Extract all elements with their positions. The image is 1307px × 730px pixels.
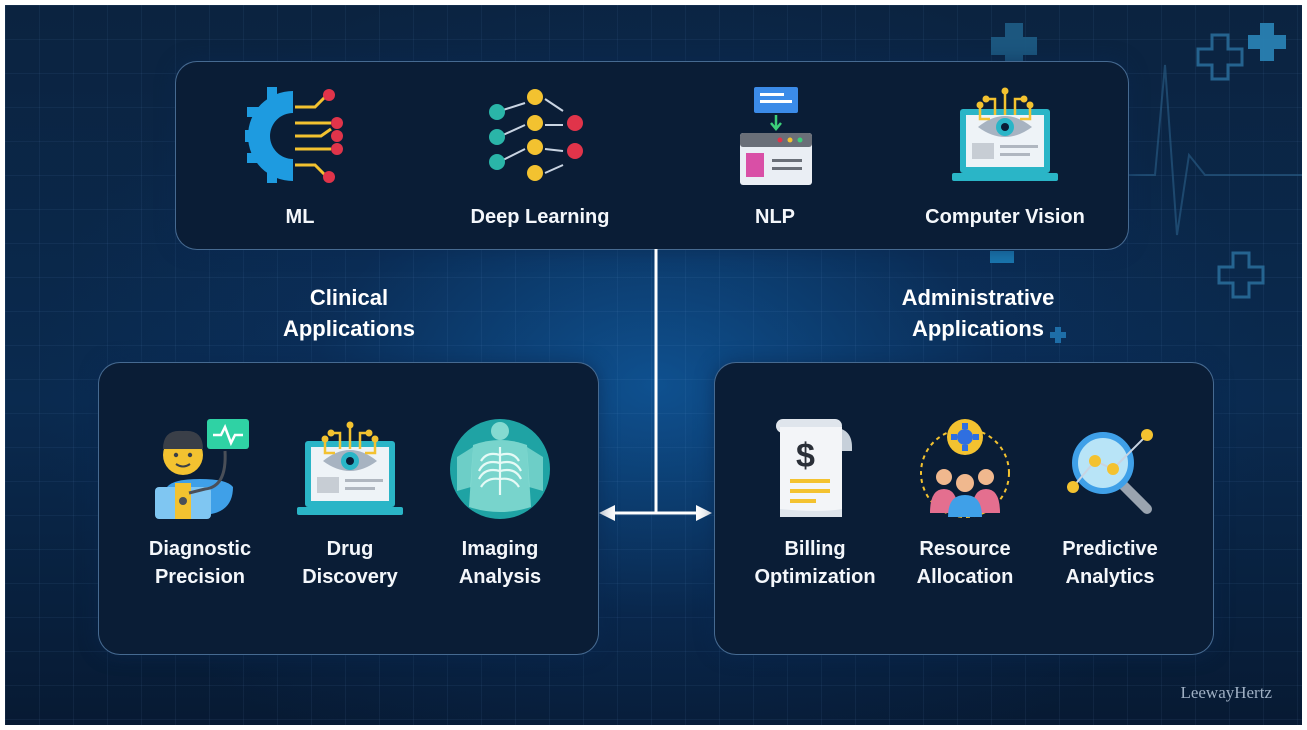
technique-ml: ML xyxy=(220,85,380,231)
gear-circuit-icon xyxy=(245,87,343,183)
admin-item-resource-line1: Resource xyxy=(919,538,1011,560)
neural-network-icon xyxy=(489,89,583,181)
admin-item-predictive: Predictive Analytics xyxy=(1045,417,1175,591)
administrative-heading-line1: Administrative xyxy=(901,285,1055,310)
clinical-item-diagnostic-line2: Precision xyxy=(154,566,246,588)
invoice-dollar-icon: $ xyxy=(776,419,852,517)
clinical-item-drug-discovery: Drug Discovery xyxy=(285,417,415,591)
clinical-item-diagnostic-line1: Diagnostic xyxy=(148,538,252,560)
clinical-item-diagnostic: Diagnostic Precision xyxy=(135,417,265,591)
clinical-item-imaging: Imaging Analysis xyxy=(435,417,565,591)
administrative-heading: Administrative Applications xyxy=(858,282,1098,344)
xray-chest-icon xyxy=(450,419,550,519)
magnifier-chart-icon xyxy=(1067,429,1153,514)
admin-item-billing-line1: Billing xyxy=(784,538,846,560)
technique-deep-learning: Deep Learning xyxy=(445,85,635,231)
diagram-canvas: ML Deep Learning NLP xyxy=(5,5,1302,725)
technique-deep-learning-label: Deep Learning xyxy=(470,206,610,228)
laptop-eye-icon xyxy=(952,87,1058,181)
clinical-item-imaging-line1: Imaging xyxy=(461,538,539,560)
administrative-heading-line2: Applications xyxy=(911,316,1044,341)
team-gear-icon xyxy=(920,419,1010,518)
svg-text:$: $ xyxy=(796,437,815,475)
laptop-eye-icon xyxy=(297,421,403,515)
admin-item-billing-line2: Optimization xyxy=(754,566,876,588)
admin-item-resource-line2: Allocation xyxy=(916,566,1014,588)
text-processing-icon xyxy=(740,87,812,185)
admin-item-predictive-line2: Analytics xyxy=(1065,566,1155,588)
technique-computer-vision: Computer Vision xyxy=(910,85,1100,231)
admin-item-resource: Resource Allocation xyxy=(895,417,1035,591)
admin-item-predictive-line1: Predictive xyxy=(1062,538,1158,560)
doctor-stethoscope-icon xyxy=(155,419,249,519)
technique-ml-label: ML xyxy=(285,206,315,228)
clinical-heading-line1: Clinical xyxy=(309,285,389,310)
watermark-logo: LeewayHertz xyxy=(1180,683,1272,702)
clinical-item-drug-discovery-line1: Drug xyxy=(326,538,374,560)
clinical-heading-line2: Applications xyxy=(282,316,415,341)
technique-nlp-label: NLP xyxy=(755,206,795,228)
connector-lines xyxy=(599,249,712,521)
clinical-item-drug-discovery-line2: Discovery xyxy=(302,566,398,588)
technique-nlp: NLP xyxy=(705,85,845,231)
background-decoration xyxy=(990,23,1302,343)
clinical-heading: Clinical Applications xyxy=(239,282,459,344)
admin-item-billing: $ Billing Optimization xyxy=(740,417,890,591)
clinical-item-imaging-line2: Analysis xyxy=(458,566,542,588)
technique-computer-vision-label: Computer Vision xyxy=(925,206,1085,228)
